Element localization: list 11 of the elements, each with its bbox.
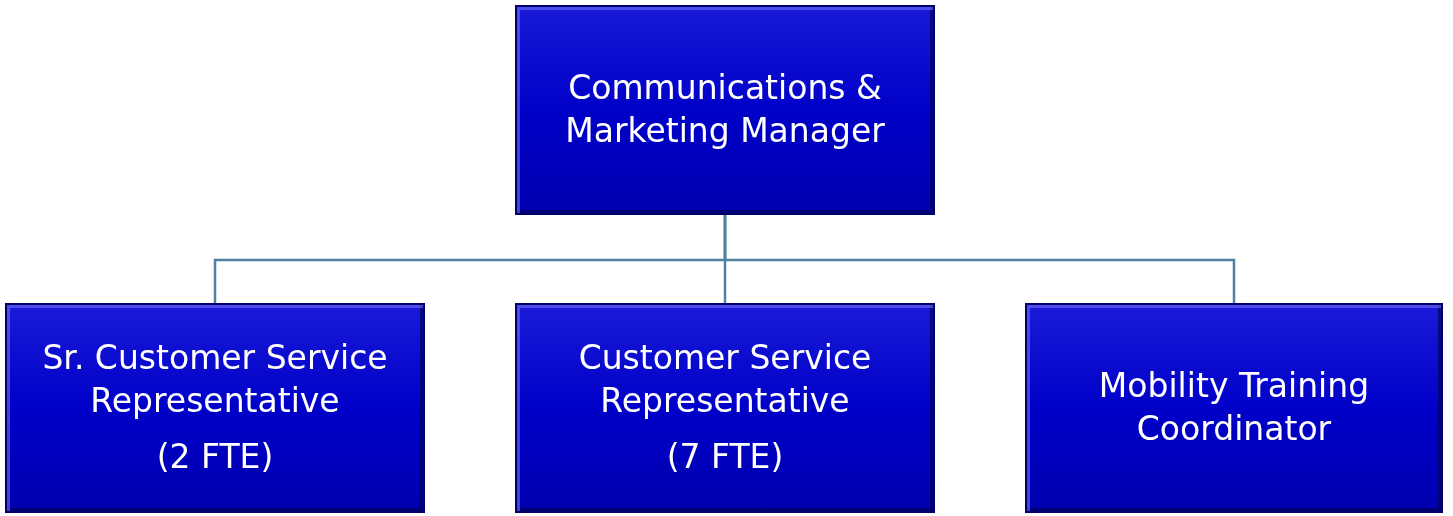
role-box <box>515 5 935 215</box>
role-title: Customer Service Representative <box>577 336 873 422</box>
role-box <box>1025 303 1443 513</box>
connector-line <box>723 215 1236 303</box>
role-title: Sr. Customer Service Representative <box>41 336 389 422</box>
role-title: Communications & Marketing Manager <box>564 67 886 152</box>
staff-count: (2 FTE) <box>156 436 274 479</box>
role-box <box>515 303 935 513</box>
staff-count: (7 FTE) <box>666 436 784 479</box>
role-box <box>5 303 425 513</box>
role-title: Mobility Training Coordinator <box>1097 365 1371 450</box>
